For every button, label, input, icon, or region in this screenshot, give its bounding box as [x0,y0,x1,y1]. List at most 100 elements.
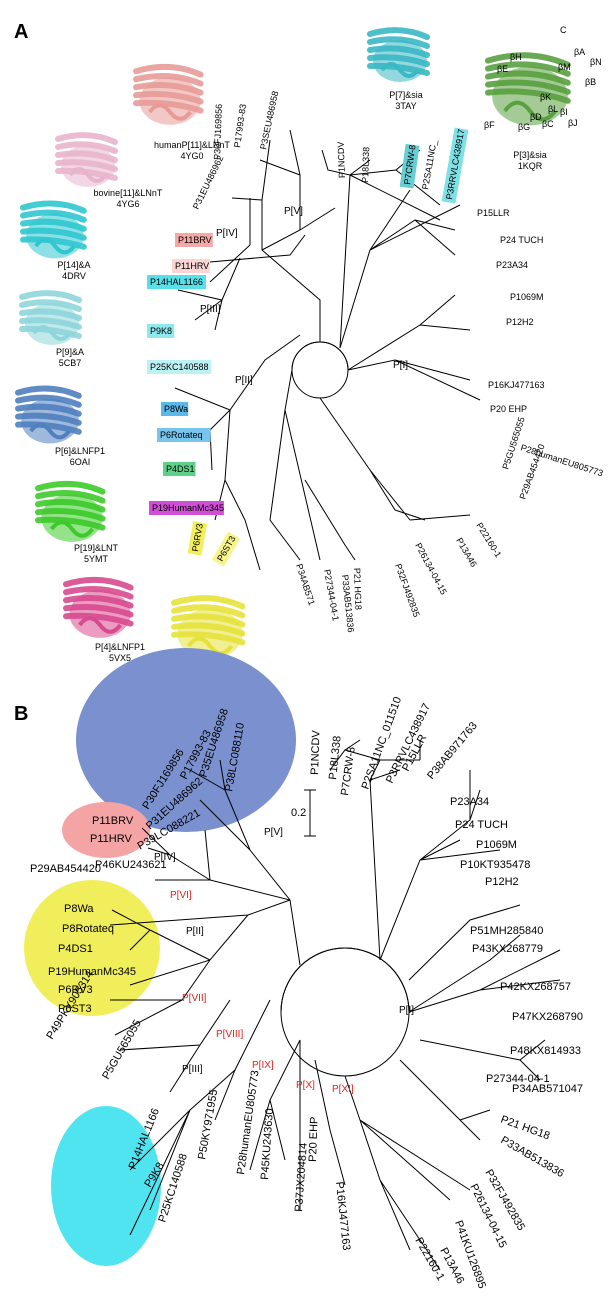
red-group-label: P[VIII] [216,1029,243,1040]
leaf-label: P34AB571047 [512,1083,583,1095]
leaf-label: P12H2 [506,317,534,327]
svg-text:P31EU486962: P31EU486962 [191,154,226,211]
svg-text:P8Wa: P8Wa [164,404,188,414]
cluster-ellipse [62,802,150,858]
leaf-label: P32FJ492835 [393,562,422,618]
structure-pdb: 5YMT [84,554,109,564]
group-label: P[III] [200,304,221,315]
leaf-label: P13A46 [454,536,479,569]
svg-text:P15LLR: P15LLR [477,208,510,218]
structure-pdb: 4YG0 [180,151,203,161]
svg-text:P6Rotateq: P6Rotateq [160,430,203,440]
svg-text:P11BRV: P11BRV [178,235,212,245]
structure-pdb: 5CB7 [59,358,82,368]
leaf-label: P17993-83 [232,103,248,148]
svg-text:P12H2: P12H2 [506,317,534,327]
group-label: P[IV] [154,852,176,863]
leaf-label: P20 EHP [490,404,527,414]
leaf-label: P6ST3 [58,1003,92,1015]
cluster-ellipse [51,1106,161,1266]
scale-bar: 0.2 [291,789,316,837]
strand-label: βD [530,112,542,122]
red-group-label: P[X] [296,1080,315,1091]
leaf-label: P48KX814933 [510,1045,581,1057]
cluster-ellipse [76,648,296,832]
group-label: P[IV] [216,228,238,239]
strand-label: βN [590,57,602,67]
svg-text:P25KC140588: P25KC140588 [150,362,209,372]
strand-label: βI [560,107,568,117]
leaf-label: P23A34 [450,796,489,808]
svg-text:P23A34: P23A34 [496,260,528,270]
strand-label: βF [484,120,495,130]
strand-label: βK [540,92,551,102]
structure-pdb: 1KQR [518,161,543,171]
panel-a-letter: A [14,21,28,43]
leaf-label: P7CRW-8 [399,143,420,189]
leaf-label: P13A46 [437,1246,466,1286]
structure-name: P[4]&LNFP1 [95,642,145,652]
leaf-label: P18L338 [360,147,371,183]
strand-label: βG [518,122,530,132]
structure-illustrations: humanP[11]&LNnT4YG0bovine[11]&LNnT4YG6P[… [15,25,602,685]
leaf-label: P24 TUCH [500,235,543,245]
leaf-label: P5GU565055 [100,1018,144,1082]
leaf-label: P19HumanMc345 [48,966,136,978]
leaf-label: P12H2 [485,876,519,888]
group-label: P[V] [284,206,303,217]
leaf-label: P19HumanMc345 [149,501,224,515]
leaf-label: P33AB513836 [499,1134,566,1180]
svg-text:P22160-1: P22160-1 [474,521,503,559]
scale-label: 0.2 [291,807,306,819]
leaf-label: P10KT935478 [460,859,530,871]
svg-text:P27344-04-1: P27344-04-1 [322,569,341,622]
leaf-label: P20 EHP [307,1116,321,1162]
leaf-label: P1069M [510,292,544,302]
red-group-label: P[XI] [332,1084,354,1095]
panel-b-letter: B [14,703,28,725]
svg-text:P16KJ477163: P16KJ477163 [488,380,545,390]
leaf-label: P6RV3 [58,984,93,996]
leaf-label: P47KX268790 [512,1011,583,1023]
group-label: P[II] [235,375,253,386]
leaf-label: P11BRV [92,815,134,827]
leaf-label: P2SA11NC_ [420,138,439,190]
svg-text:P3SEU486958: P3SEU486958 [258,90,280,150]
cluster-ellipse [24,880,160,1016]
leaf-label: P25KC140588 [147,360,212,374]
strand-label: βJ [568,118,578,128]
leaf-label: P9K8 [147,324,175,338]
group-label: P[I] [393,360,408,371]
svg-text:P21 HG18: P21 HG18 [352,568,363,610]
svg-text:P34AB571: P34AB571 [294,563,317,607]
svg-text:P1NCDV: P1NCDV [336,141,347,178]
leaf-label: P4DS1 [58,943,93,955]
leaf-label: P28humanEU805773 [235,1070,262,1176]
svg-text:P26134-04-15: P26134-04-15 [413,541,449,596]
svg-text:P32FJ492835: P32FJ492835 [393,562,422,618]
structure-name: P[19]&LNT [74,543,119,553]
leaf-label: P34AB571 [294,563,317,607]
structure-name: P[9]&A [56,347,84,357]
leaf-label: P8Rotateq [62,923,114,935]
leaf-label: P27344-04-1 [322,569,341,622]
leaf-label: P43KX268779 [472,943,543,955]
leaf-label: P6Rotateq [157,428,211,442]
panel-b: B 0.2 P[V] P[IV] P[I [14,648,583,1290]
svg-text:P20 EHP: P20 EHP [490,404,527,414]
leaf-label: P18L338 [327,735,344,780]
leaf-label: P1NCDV [309,729,323,775]
group-label: P[II] [186,926,204,937]
svg-text:P1069M: P1069M [510,292,544,302]
leaf-label: P1069M [476,839,517,851]
svg-text:P6RV3: P6RV3 [190,523,205,553]
group-label: P[III] [182,1064,203,1075]
leaf-label: P8Wa [161,402,189,416]
svg-text:P4DS1: P4DS1 [166,464,195,474]
structure-name: bovine[11]&LNnT [94,188,163,198]
